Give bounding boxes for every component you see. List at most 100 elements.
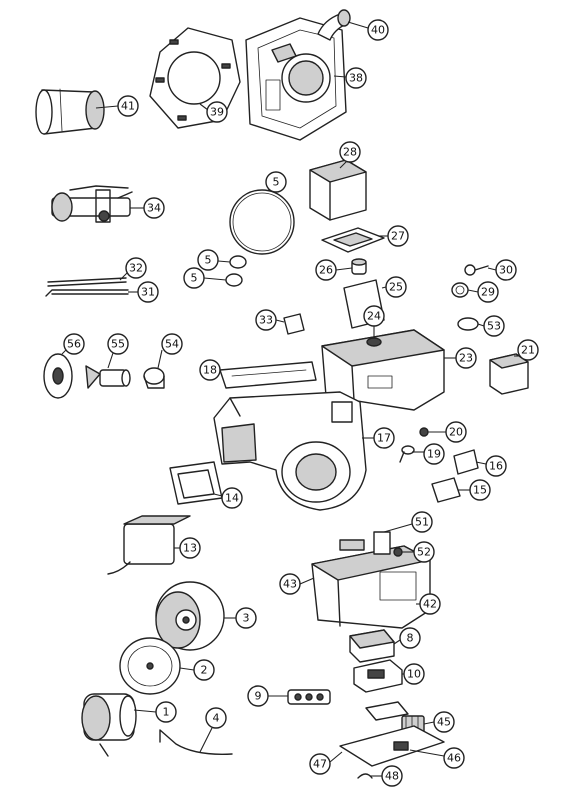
svg-text:3: 3 [243, 612, 250, 625]
part-20-screw [419, 427, 429, 437]
leader-16 [475, 461, 487, 465]
part-16-plate [453, 449, 479, 475]
callout-18: 18 [199, 359, 221, 381]
part-51-52-connector [339, 531, 403, 557]
callout-3: 3 [235, 607, 257, 629]
leader-29 [467, 289, 479, 293]
callout-31: 31 [137, 281, 159, 303]
part-53-cap [457, 317, 479, 331]
svg-text:54: 54 [165, 338, 179, 351]
svg-text:9: 9 [255, 690, 262, 703]
callout-17: 17 [373, 427, 395, 449]
svg-text:26: 26 [319, 264, 333, 277]
part-4-cable [159, 729, 233, 755]
svg-text:52: 52 [417, 546, 431, 559]
callout-21: 21 [517, 339, 539, 361]
callout-19: 19 [423, 443, 445, 465]
svg-text:2: 2 [201, 664, 208, 677]
leader-4 [199, 727, 213, 753]
callout-14: 14 [221, 487, 243, 509]
part-9-terminal-strip [287, 689, 331, 705]
part-29-ring [451, 282, 469, 298]
leader-26 [335, 267, 353, 271]
part-24-knob [366, 337, 382, 347]
callout-30: 30 [495, 259, 517, 281]
callout-labels: 41 39 40 38 28 5 34 27 5 5 26 30 32 25 2… [63, 19, 539, 787]
leader-46 [409, 749, 445, 757]
callout-34: 34 [143, 197, 165, 219]
leader-2 [179, 667, 195, 671]
part-17-burner-housing [213, 391, 367, 511]
leader-56 [61, 349, 67, 355]
svg-text:17: 17 [377, 432, 391, 445]
svg-text:34: 34 [147, 202, 161, 215]
svg-text:46: 46 [447, 752, 461, 765]
svg-text:23: 23 [459, 352, 473, 365]
callout-54: 54 [161, 333, 183, 355]
leader-5c [203, 277, 227, 281]
callout-26: 26 [315, 259, 337, 281]
part-mount-plate [365, 701, 409, 721]
svg-text:42: 42 [423, 598, 437, 611]
svg-text:8: 8 [407, 632, 414, 645]
part-5-seal-small-b [225, 273, 243, 287]
leader-53 [477, 323, 485, 327]
svg-text:10: 10 [407, 668, 421, 681]
callout-51: 51 [411, 511, 433, 533]
svg-text:29: 29 [481, 286, 495, 299]
svg-text:20: 20 [449, 426, 463, 439]
svg-text:24: 24 [367, 310, 381, 323]
callout-24: 24 [363, 305, 385, 327]
part-3-filter-drum [155, 581, 225, 651]
callout-38: 38 [345, 67, 367, 89]
svg-text:51: 51 [415, 516, 429, 529]
svg-text:4: 4 [213, 712, 220, 725]
leader-43 [299, 577, 315, 585]
part-54-clamp [143, 367, 165, 389]
svg-text:5: 5 [273, 176, 280, 189]
leader-47 [329, 751, 343, 763]
part-48-clip [357, 773, 373, 779]
svg-text:14: 14 [225, 492, 239, 505]
part-13-transformer [107, 515, 191, 575]
part-40-elbow-pipe [317, 9, 351, 41]
leader-14 [213, 493, 223, 497]
leader-30 [487, 267, 497, 271]
callout-9: 9 [247, 685, 269, 707]
svg-text:13: 13 [183, 542, 197, 555]
callout-10: 10 [403, 663, 425, 685]
part-34-ignition-assembly [51, 185, 133, 223]
leader-40 [347, 21, 369, 29]
leader-38 [333, 75, 347, 78]
callout-41: 41 [117, 95, 139, 117]
part-15-plate [431, 477, 461, 503]
callout-5c: 5 [183, 267, 205, 289]
callout-42: 42 [419, 593, 441, 615]
callout-2: 2 [193, 659, 215, 681]
svg-text:16: 16 [489, 460, 503, 473]
callout-29: 29 [477, 281, 499, 303]
svg-text:53: 53 [487, 320, 501, 333]
svg-text:28: 28 [343, 146, 357, 159]
svg-text:56: 56 [67, 338, 81, 351]
svg-text:40: 40 [371, 24, 385, 37]
svg-text:18: 18 [203, 364, 217, 377]
part-33-small-plate [283, 313, 305, 335]
callout-5a: 5 [265, 171, 287, 193]
svg-text:25: 25 [389, 281, 403, 294]
svg-text:55: 55 [111, 338, 125, 351]
part-43-control-box [311, 545, 431, 629]
part-47-circuit-board [339, 725, 445, 767]
leader-1 [133, 709, 157, 713]
callout-4: 4 [205, 707, 227, 729]
svg-text:30: 30 [499, 264, 513, 277]
callout-1: 1 [155, 701, 177, 723]
callout-16: 16 [485, 455, 507, 477]
svg-text:33: 33 [259, 314, 273, 327]
svg-text:15: 15 [473, 484, 487, 497]
callout-32: 32 [125, 257, 147, 279]
callout-53: 53 [483, 315, 505, 337]
callout-15: 15 [469, 479, 491, 501]
svg-text:39: 39 [210, 106, 224, 119]
